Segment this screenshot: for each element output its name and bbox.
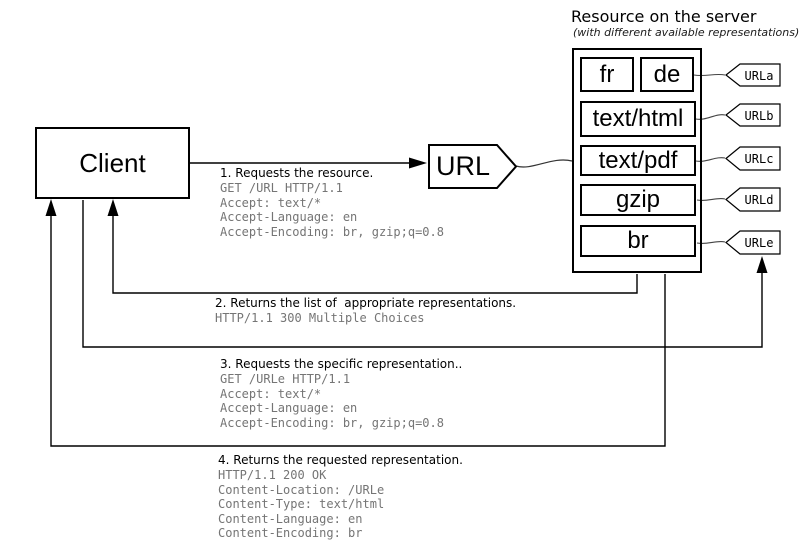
- url-tag-d-label: URLd: [744, 193, 774, 207]
- connector-pdf-urlc: [695, 157, 726, 162]
- message-2-title: 2. Returns the list of appropriate repre…: [215, 296, 517, 310]
- connector-br-urle: [696, 241, 726, 244]
- client-box: Client: [35, 127, 190, 199]
- arrow-3-head: [756, 256, 768, 273]
- url-tag-e-label: URLe: [744, 236, 774, 250]
- url-tag-a-shape: [725, 63, 781, 87]
- message-1-line: Accept-Language: en: [220, 210, 358, 225]
- message-1-line: Accept: text/*: [220, 195, 322, 210]
- connector-de-urla: [693, 73, 726, 77]
- connector-html-urlb: [695, 114, 726, 120]
- arrow-4-head: [45, 199, 57, 216]
- server-title: Resource on the server: [571, 7, 757, 26]
- representation-de: de: [640, 57, 694, 92]
- representation-text-html: text/html: [580, 101, 696, 137]
- representation-label: text/html: [592, 105, 684, 132]
- server-subtitle: (with different available representation…: [573, 26, 800, 39]
- representation-label: text/pdf: [598, 146, 678, 174]
- url-to-server-connector: [515, 159, 573, 168]
- message-3-title: 3. Requests the specific representation.…: [220, 357, 463, 371]
- url-tag-c-label: URLc: [744, 152, 774, 166]
- representation-br: br: [580, 225, 696, 257]
- message-4-line: HTTP/1.1 200 OK: [218, 468, 327, 482]
- message-4-line: Content-Language: en: [218, 511, 363, 526]
- representation-gzip: gzip: [580, 184, 696, 216]
- message-1-line: Accept-Encoding: br, gzip;q=0.8: [220, 224, 444, 239]
- arrow-3-line: [82, 200, 763, 348]
- url-tag-e-shape: [725, 230, 781, 255]
- arrow-1-head: [409, 157, 427, 169]
- message-4-line: Content-Encoding: br: [218, 526, 363, 541]
- representation-label: gzip: [615, 186, 661, 213]
- url-tag-c-shape: [725, 146, 781, 171]
- representation-label: de: [653, 60, 681, 88]
- message-2-line: HTTP/1.1 300 Multiple Choices: [215, 311, 425, 325]
- message-4-line: Content-Type: text/html: [218, 497, 385, 512]
- message-1: 1. Requests the resource. GET /URL HTTP/…: [220, 166, 444, 239]
- arrow-2-head: [107, 199, 119, 216]
- url-tag-a-label: URLa: [744, 69, 774, 83]
- message-3-line: Accept-Encoding: br, gzip;q=0.8: [220, 415, 444, 430]
- message-1-line: GET /URL HTTP/1.1: [220, 181, 343, 195]
- url-node-label: URL: [435, 151, 490, 181]
- arrow-4-line: [50, 202, 666, 447]
- message-4-line: Content-Location: /URLe: [218, 482, 385, 497]
- message-4-title: 4. Returns the requested representation.: [218, 453, 463, 467]
- url-tag-d-shape: [725, 187, 781, 212]
- representation-fr: fr: [580, 57, 634, 92]
- message-3-line: Accept: text/*: [220, 386, 322, 401]
- representation-label: fr: [599, 60, 615, 88]
- url-tag-b-label: URLb: [744, 109, 774, 123]
- connector-gzip-urld: [696, 198, 726, 201]
- message-4: 4. Returns the requested representation.…: [218, 453, 463, 541]
- message-3: 3. Requests the specific representation.…: [220, 357, 462, 430]
- representation-text-pdf: text/pdf: [580, 145, 696, 176]
- client-label: Client: [79, 147, 146, 178]
- message-3-line: Accept-Language: en: [220, 401, 358, 416]
- url-node-shape: [428, 144, 518, 189]
- message-3-line: GET /URLe HTTP/1.1: [220, 372, 351, 386]
- server-box: [572, 48, 702, 273]
- arrow-2-line: [112, 202, 638, 294]
- representation-label: br: [627, 227, 649, 254]
- message-2: 2. Returns the list of appropriate repre…: [215, 296, 516, 326]
- url-tag-b-shape: [725, 103, 781, 127]
- message-1-title: 1. Requests the resource.: [220, 166, 374, 180]
